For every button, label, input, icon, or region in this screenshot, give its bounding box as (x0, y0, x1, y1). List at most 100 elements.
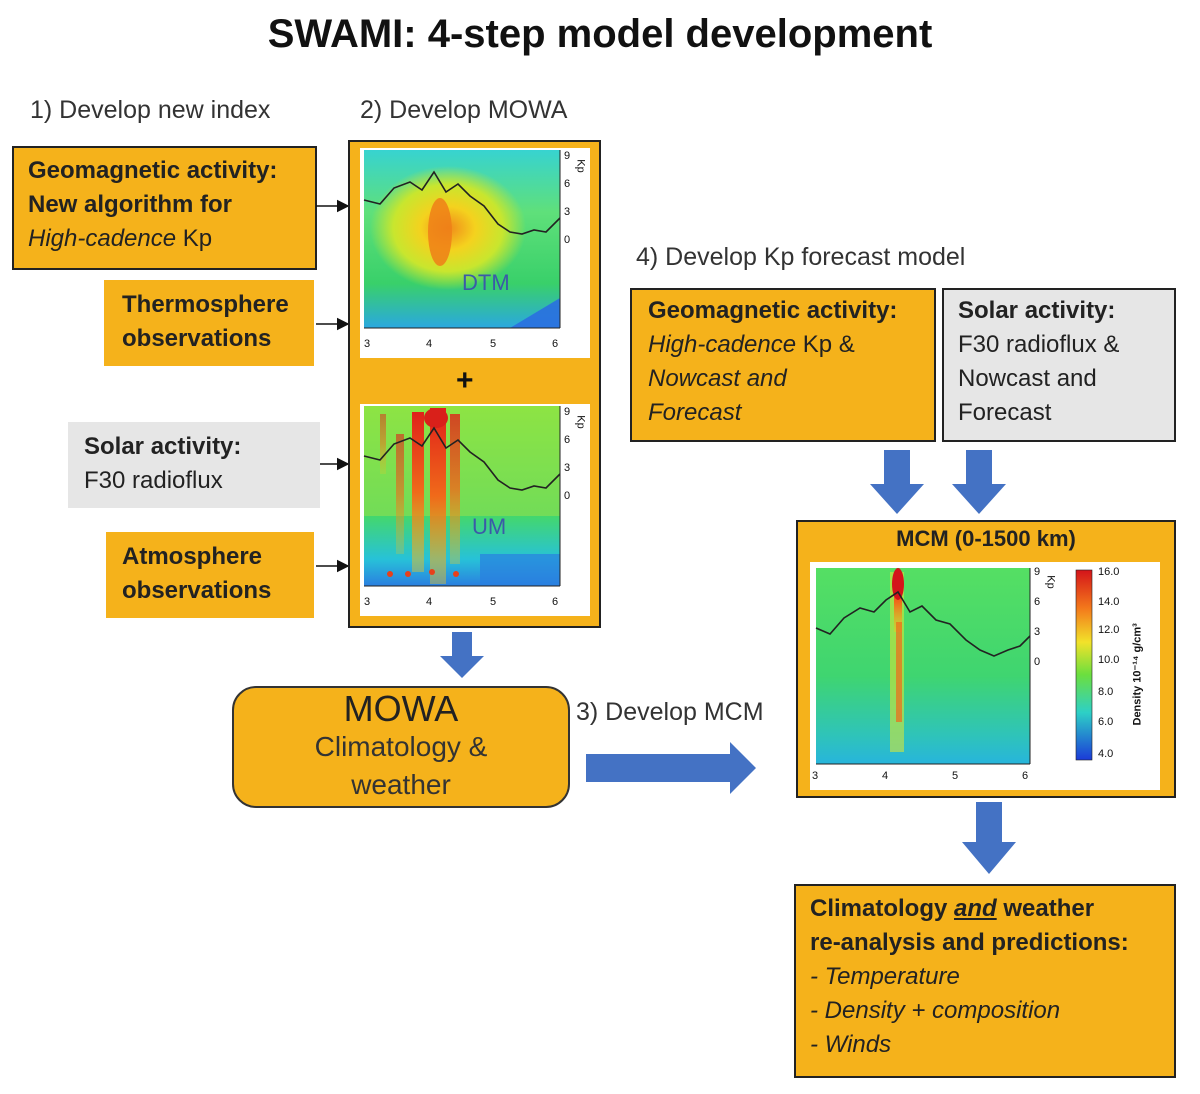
geo-forecast-line4: Forecast (648, 399, 742, 426)
um-streak (412, 412, 424, 572)
dtm-xtick: 5 (490, 338, 497, 350)
output-line2: re-analysis and predictions: (810, 929, 1129, 956)
solar-forecast-box: Solar activity: F30 radioflux & Nowcast … (942, 288, 1176, 442)
kp-and-text: Kp & (796, 331, 855, 358)
geo-forecast-title: Geomagnetic activity: (648, 297, 898, 324)
arrow-right-to-mcm (586, 742, 756, 794)
mcm-heatmap (815, 568, 1093, 765)
mcm-panel: MCM (0-1500 km) 3 4 5 6 9 6 3 0 Kp 16.0 … (796, 520, 1176, 798)
um-kptick: 0 (564, 490, 571, 502)
um-dot (453, 571, 459, 577)
mcm-field (816, 568, 1030, 764)
mcm-kptick: 6 (1034, 596, 1041, 608)
output-list: - Temperature - Density + composition - … (810, 960, 1174, 1062)
output-and: and (954, 895, 997, 922)
high-cadence-text: High-cadence (28, 225, 177, 252)
um-label: UM (472, 514, 507, 539)
dtm-xtick: 4 (426, 338, 433, 350)
step-1-label: 1) Develop new index (30, 96, 271, 124)
geomagnetic-line2: New algorithm for (28, 191, 233, 218)
um-dot (387, 571, 393, 577)
mcm-xtick: 5 (952, 770, 959, 782)
geomagnetic-forecast-box: Geomagnetic activity: High-cadence Kp & … (630, 288, 936, 442)
um-xtick: 3 (364, 596, 371, 608)
dtm-kptick: 6 (564, 178, 571, 190)
solar-forecast-line2: F30 radioflux & (958, 331, 1120, 358)
solar-title: Solar activity: (84, 433, 242, 460)
mowa-panel: DTM 3 4 5 6 9 6 3 0 Kp + (348, 140, 601, 628)
mcm-colorbar (1075, 569, 1093, 761)
um-xtick: 4 (426, 596, 433, 608)
output-line1: Climatology and weather (810, 892, 1174, 926)
um-kptick: 3 (564, 462, 571, 474)
thermosphere-observations-box: Thermosphere observations (104, 280, 314, 366)
um-dot (429, 569, 435, 575)
geo-forecast-line2: High-cadence Kp & (648, 328, 934, 362)
mcm-peak (892, 568, 904, 600)
um-xtick: 5 (490, 596, 497, 608)
um-kptick: 9 (564, 406, 571, 418)
solar-activity-box: Solar activity: F30 radioflux (68, 422, 320, 508)
list-item: - Density + composition (810, 997, 1061, 1024)
mcm-streak (896, 622, 902, 722)
um-kptick: 6 (564, 434, 571, 446)
mcm-kp-axis-label: Kp (1044, 575, 1057, 589)
atmosphere-line1: Atmosphere (122, 543, 263, 570)
kp-text: Kp (176, 225, 213, 252)
mcm-xtick: 6 (1022, 770, 1029, 782)
mowa-title: MOWA (343, 688, 459, 729)
geomagnetic-line3: High-cadence Kp (28, 222, 315, 256)
geo-forecast-line3: Nowcast and (648, 365, 787, 392)
mcm-kptick: 9 (1034, 566, 1041, 578)
dtm-xtick: 3 (364, 338, 371, 350)
um-dot (405, 571, 411, 577)
um-streak (380, 414, 386, 474)
list-item: - Temperature (810, 963, 960, 990)
um-streak (396, 434, 404, 554)
dtm-kptick: 3 (564, 206, 571, 218)
colorbar-tick: 14.0 (1098, 596, 1120, 608)
input-arrows (316, 199, 350, 573)
colorbar-tick: 4.0 (1098, 748, 1114, 760)
output-box: Climatology and weather re-analysis and … (794, 884, 1176, 1078)
um-peak (424, 408, 448, 428)
colorbar-tick: 8.0 (1098, 686, 1114, 698)
dtm-heatmap (363, 150, 561, 329)
mowa-line3: weather (351, 769, 451, 800)
dtm-kp-curve (363, 170, 561, 235)
mcm-kptick: 3 (1034, 626, 1041, 638)
colorbar-tick: 16.0 (1098, 566, 1120, 578)
step-4-label: 4) Develop Kp forecast model (636, 243, 966, 271)
mcm-streak (894, 572, 902, 632)
plus-sign: + (456, 364, 474, 397)
mcm-plot: 3 4 5 6 9 6 3 0 Kp 16.0 14.0 12.0 10.0 8… (810, 562, 1160, 790)
um-xtick: 6 (552, 596, 559, 608)
solar-forecast-line4: Forecast (958, 399, 1052, 426)
um-streak (430, 408, 446, 584)
arrow-down-to-mowa (440, 632, 484, 678)
mcm-title: MCM (0-1500 km) (896, 526, 1076, 551)
thermosphere-line1: Thermosphere (122, 291, 289, 318)
output-weather: weather (996, 895, 1095, 922)
mcm-kptick: 0 (1034, 656, 1041, 668)
um-heatmap (363, 406, 561, 587)
output-climatology: Climatology (810, 895, 955, 922)
um-plot: UM 3 4 5 6 9 6 3 0 Kp (360, 404, 590, 616)
dtm-plot: DTM 3 4 5 6 9 6 3 0 Kp (360, 148, 590, 358)
dtm-label: DTM (462, 270, 510, 295)
high-cadence-text: High-cadence (648, 331, 797, 358)
mcm-xtick: 4 (882, 770, 889, 782)
solar-forecast-line3: Nowcast and (958, 365, 1097, 392)
dtm-kptick: 9 (564, 150, 571, 162)
mcm-kp-curve (815, 590, 1031, 657)
um-streak (450, 414, 460, 564)
step-3-label: 3) Develop MCM (576, 698, 764, 726)
atmosphere-observations-box: Atmosphere observations (106, 532, 314, 618)
um-kp-curve (363, 426, 561, 491)
list-item: - Winds (810, 1031, 892, 1058)
dtm-kptick: 0 (564, 234, 571, 246)
mowa-box: MOWA Climatology & weather (232, 686, 570, 808)
dtm-xtick: 6 (552, 338, 559, 350)
arrow-down-geo-forecast (870, 450, 924, 514)
